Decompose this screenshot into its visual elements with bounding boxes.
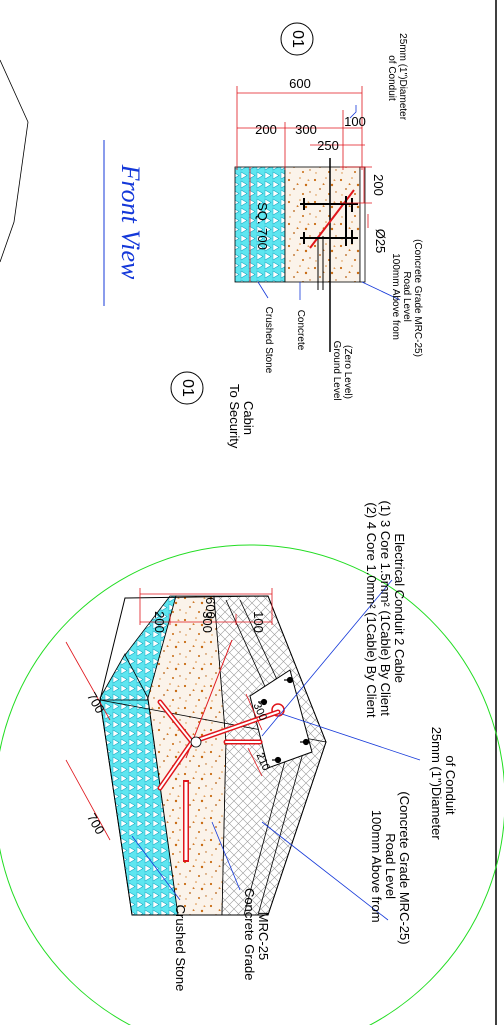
iso-to-security: To Security Cabin — [227, 384, 256, 452]
dim-250: 250 — [317, 138, 339, 153]
iso-crushed-label: Crushed Stone — [173, 905, 188, 992]
layer-edge — [257, 741, 307, 916]
front-crushed-label: Crushed Stone — [263, 307, 274, 374]
enlarged-detail-circle — [0, 544, 504, 1025]
iso-leader-cable — [261, 579, 393, 737]
detail-marker-number: 01 — [289, 30, 306, 48]
detail-marker-number-iso: 01 — [179, 379, 196, 397]
leader-road — [361, 281, 401, 301]
dim-300: 300 — [295, 122, 317, 137]
front-road-note: 100mm Above from Road Level (Concrete Gr… — [390, 239, 423, 357]
dim-200: 200 — [255, 122, 277, 137]
iso-leader-conduit — [281, 713, 421, 761]
iso-road-note: 100mm Above from Road Level (Concrete Gr… — [369, 791, 412, 944]
conduit-bend — [190, 736, 202, 748]
leader-crushed — [257, 281, 269, 299]
detail-marker-circle-iso — [170, 371, 204, 405]
iso-conduit-note: 25mm (1")Diameter of Conduit — [429, 727, 458, 844]
dim-sq-700: SQ. 700 — [255, 202, 270, 250]
iso-dim-700b — [65, 759, 111, 841]
front-ground-note: Ground Level (Zero Level) — [331, 341, 353, 404]
iso-dim-600-label: 600 — [203, 597, 218, 619]
iso-concrete-grade: Concrete Grade MRC-25 — [242, 888, 271, 984]
isometric-view: 01 600 200 300 100 700 700 300 210 — [0, 371, 504, 1025]
iso-dim-300-label: 300 — [200, 611, 215, 633]
dim-100: 100 — [344, 114, 366, 129]
leader-conduit — [349, 105, 357, 119]
iso-leader-crushed — [131, 835, 181, 901]
layer-edge — [243, 741, 291, 916]
iso-dim-200-label: 200 — [152, 611, 167, 633]
dim-200b: 200 — [371, 174, 386, 196]
dim-600: 600 — [289, 76, 311, 91]
front-view-title: Front View — [116, 164, 145, 280]
iso-dim-700b-label: 700 — [84, 811, 108, 837]
front-conduit-note: 25mm (1")Diameter of Conduit — [386, 33, 408, 123]
detail-marker-circle — [280, 22, 314, 56]
front-concrete-label: Concrete — [295, 310, 306, 351]
adjacent-sketch — [0, 59, 29, 263]
iso-dim-700a — [65, 641, 111, 721]
iso-dim-100-label: 100 — [251, 611, 266, 633]
iso-dim-300p — [245, 693, 263, 731]
iso-leader-concrete — [211, 821, 241, 891]
iso-dim-210 — [247, 747, 263, 777]
crushed-stone-layer — [234, 166, 286, 283]
iso-leader-road — [261, 821, 389, 921]
dim-025: Ø25 — [373, 229, 388, 254]
anchor-bolts-iso — [258, 676, 310, 764]
iso-cable-note: Electrical Conduit 2 Cable (1) 3 Core 1.… — [364, 501, 407, 720]
front-view: 01 600 — [103, 22, 423, 404]
